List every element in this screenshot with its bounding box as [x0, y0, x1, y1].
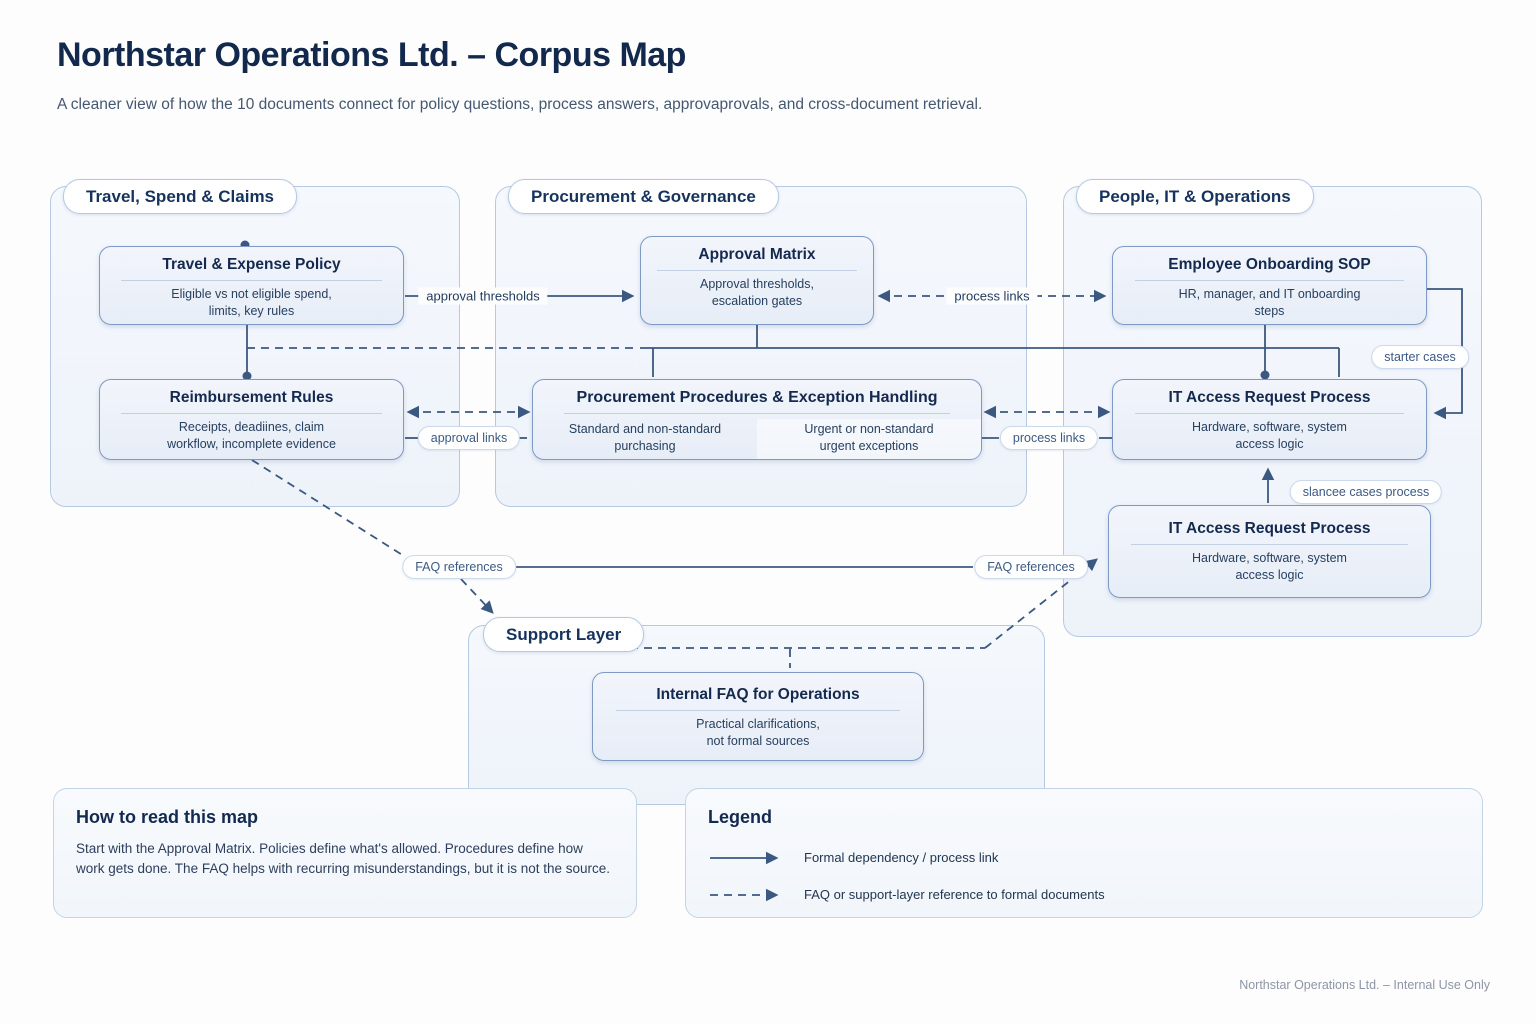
legend-row-dashed: FAQ or support-layer reference to formal… — [708, 887, 1460, 902]
divider — [1131, 544, 1408, 545]
legend-solid-label: Formal dependency / process link — [804, 850, 999, 865]
node-title: Reimbursement Rules — [169, 389, 334, 406]
node-title: Approval Matrix — [698, 246, 816, 263]
edge-pill-faq-references-right: FAQ references — [974, 555, 1088, 579]
node-subtitle: HR, manager, and IT onboarding steps — [1178, 287, 1361, 318]
node-column-standard: Standard and non-standard purchasing — [568, 422, 722, 453]
group-tab-travel-spend-claims: Travel, Spend & Claims — [63, 179, 298, 214]
divider — [121, 280, 382, 281]
node-subtitle: Hardware, software, system access logic — [1192, 420, 1347, 451]
node-title: Employee Onboarding SOP — [1168, 256, 1371, 273]
how-to-read-box: How to read this map Start with the Appr… — [53, 788, 637, 918]
divider — [1134, 280, 1405, 281]
group-tab-procurement-governance: Procurement & Governance — [508, 179, 779, 214]
node-subtitle: Approval thresholds, escalation gates — [700, 277, 814, 308]
node-subtitle: Hardware, software, system access logic — [1192, 551, 1347, 582]
node-columns: Standard and non-standard purchasing Urg… — [533, 419, 981, 459]
legend-dashed-label: FAQ or support-layer reference to formal… — [804, 887, 1105, 902]
node-subtitle: Receipts, deadiines, claim workflow, inc… — [167, 420, 336, 451]
node-internal-faq: Internal FAQ for Operations Practical cl… — [592, 672, 924, 761]
node-employee-onboarding-sop: Employee Onboarding SOP HR, manager, and… — [1112, 246, 1427, 325]
node-subtitle: Eligible vs not eligible spend, limits, … — [171, 287, 332, 318]
dashed-arrow-icon — [710, 888, 779, 901]
dashed-edges — [247, 289, 1111, 668]
node-title: Internal FAQ for Operations — [656, 686, 860, 703]
node-title: Procurement Procedures & Exception Handl… — [576, 389, 938, 406]
node-column-urgent: Urgent or non-standard urgent exceptions — [757, 419, 981, 459]
node-reimbursement-rules: Reimbursement Rules Receipts, deadiines,… — [99, 379, 404, 460]
node-procurement-procedures: Procurement Procedures & Exception Handl… — [532, 379, 982, 460]
edge-pill-starter-cases: starter cases — [1371, 345, 1469, 369]
divider — [121, 413, 382, 414]
edge-pill-approval-links: approval links — [417, 426, 521, 450]
solid-arrow-icon — [710, 851, 779, 864]
node-title: IT Access Request Process — [1168, 520, 1371, 537]
node-title: Travel & Expense Policy — [162, 256, 341, 273]
node-approval-matrix: Approval Matrix Approval thresholds, esc… — [640, 236, 874, 325]
node-travel-expense-policy: Travel & Expense Policy Eligible vs not … — [99, 246, 404, 325]
page-title: Northstar Operations Ltd. – Corpus Map — [57, 36, 686, 74]
page-subtitle: A cleaner view of how the 10 documents c… — [57, 96, 983, 113]
node-subtitle: Practical clarifications, not formal sou… — [696, 717, 820, 748]
group-tab-people-it-operations: People, IT & Operations — [1076, 179, 1314, 214]
edge-label-approval-thresholds: approval thresholds — [418, 287, 548, 305]
edge-pill-faq-references-left: FAQ references — [402, 555, 516, 579]
node-it-access-request-upper: IT Access Request Process Hardware, soft… — [1112, 379, 1427, 460]
edge-label-process-links-top: process links — [946, 287, 1038, 305]
edge-pill-slancee-cases-process: slancee cases process — [1289, 480, 1443, 504]
divider — [1134, 413, 1405, 414]
how-to-read-title: How to read this map — [76, 807, 259, 827]
node-title: IT Access Request Process — [1168, 389, 1371, 406]
legend-title: Legend — [708, 807, 773, 827]
divider — [616, 710, 900, 711]
group-tab-support-layer: Support Layer — [483, 617, 645, 652]
legend-box: Legend Formal dependency / process link … — [685, 788, 1483, 918]
edge-pill-process-links-mid: process links — [999, 426, 1099, 450]
divider — [564, 413, 950, 414]
divider — [657, 270, 857, 271]
footer-text: Northstar Operations Ltd. – Internal Use… — [1239, 978, 1490, 992]
legend-row-solid: Formal dependency / process link — [708, 850, 1460, 865]
how-to-read-body: Start with the Approval Matrix. Policies… — [76, 841, 611, 877]
node-it-access-request-lower: IT Access Request Process Hardware, soft… — [1108, 505, 1431, 598]
